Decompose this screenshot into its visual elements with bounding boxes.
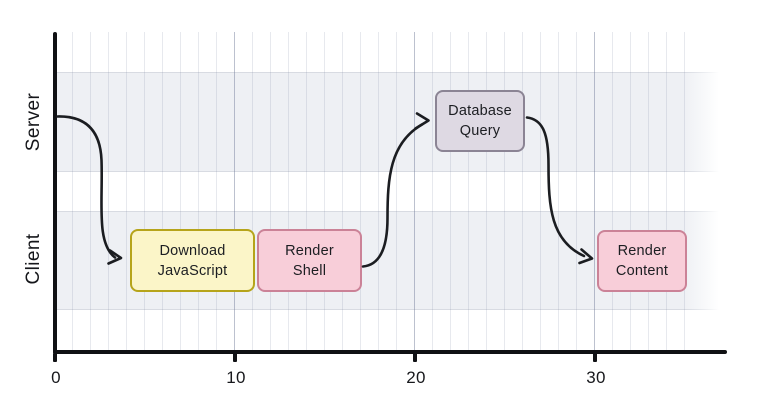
task-label-line: Download [159, 242, 226, 259]
task-label-line: Query [459, 123, 501, 139]
task-render-content: Render Content [597, 230, 687, 292]
task-label-line: JavaScript [157, 262, 228, 279]
x-axis-line [53, 350, 727, 354]
y-axis-line [53, 32, 57, 354]
client-lane-label: Client [23, 233, 44, 285]
x-tick-label-20: 20 [406, 368, 426, 387]
server-band-top-edge [55, 72, 721, 73]
x-tick-mark-10 [233, 353, 237, 362]
x-tick-mark-0 [53, 353, 57, 362]
x-tick-label-10: 10 [226, 368, 246, 387]
x-tick-mark-30 [593, 353, 597, 362]
x-tick-label-30: 30 [586, 368, 606, 387]
task-render-shell: Render Shell [257, 229, 362, 292]
x-tick-label-0: 0 [51, 368, 61, 387]
task-label-line: Database [448, 103, 512, 119]
task-label-line: Content [615, 263, 669, 279]
server-lane-label: Server [23, 92, 44, 152]
client-band-bottom-edge [55, 309, 721, 310]
task-label-line: Render [617, 243, 667, 259]
task-download-javascript: Download JavaScript [130, 229, 255, 292]
task-label-line: Render [285, 242, 334, 259]
task-database-query: Database Query [435, 90, 525, 152]
task-label-line: Shell [292, 262, 327, 279]
vertical-gridlines [55, 32, 686, 351]
x-tick-mark-20 [413, 353, 417, 362]
